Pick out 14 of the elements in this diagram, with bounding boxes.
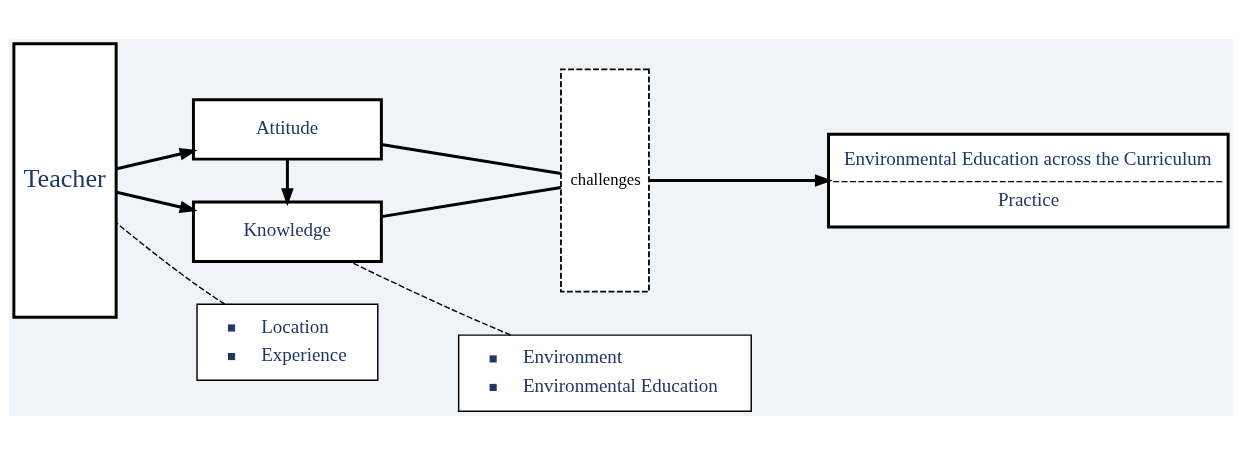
node-box: Attitude — [191, 98, 383, 161]
connector — [381, 143, 562, 176]
node-box: Environmental Education across the Curriculum Practice — [827, 132, 1230, 229]
connector — [115, 222, 226, 305]
node-box: Teacher — [12, 42, 118, 319]
arrow — [281, 159, 294, 207]
node-box: Location Experience — [196, 303, 379, 382]
connector — [381, 186, 562, 219]
node-box: challenges — [560, 68, 650, 293]
arrow — [649, 174, 833, 187]
arrow — [116, 147, 198, 171]
arrow — [116, 190, 198, 214]
node-box: Knowledge — [191, 200, 383, 263]
node-box: Environment Environmental Education — [457, 334, 752, 412]
